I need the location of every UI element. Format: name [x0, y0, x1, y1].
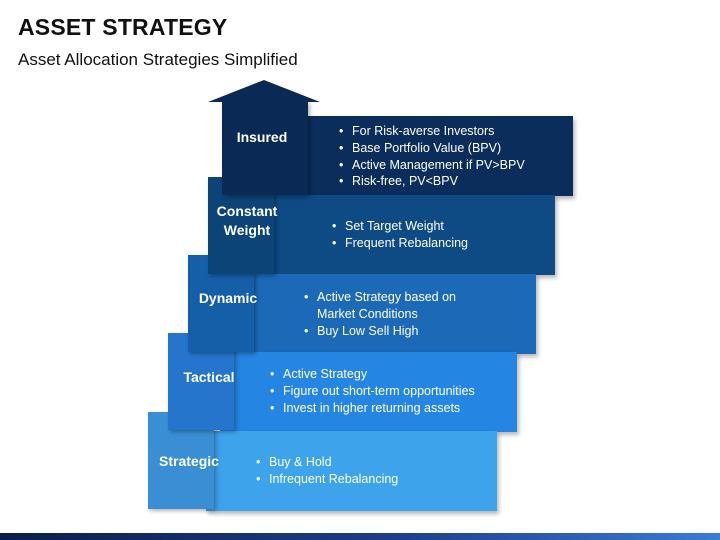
bullet: Base Portfolio Value (BPV) — [336, 140, 568, 157]
step-constant-weight-bullets: Set Target Weight Frequent Rebalancing — [329, 218, 549, 252]
footer-bar — [0, 533, 720, 540]
bullet: Active Management if PV>BPV — [336, 157, 568, 174]
bullet: Active Strategy — [267, 366, 513, 383]
page-subtitle: Asset Allocation Strategies Simplified — [18, 50, 298, 69]
bullet: Set Target Weight — [329, 218, 549, 235]
bullet: Figure out short-term opportunities — [267, 383, 513, 400]
bullet: Invest in higher returning assets — [267, 400, 513, 417]
bullet: Risk-free, PV<BPV — [336, 173, 568, 190]
step-tactical-bullets: Active Strategy Figure out short-term op… — [267, 366, 513, 416]
step-strategic-label: Strategic — [159, 453, 219, 469]
bullet: Buy & Hold — [253, 454, 483, 471]
step-strategic-bullets: Buy & Hold Infrequent Rebalancing — [253, 454, 483, 488]
step-insured-box — [222, 101, 308, 195]
bullet: Frequent Rebalancing — [329, 235, 549, 252]
step-insured-bullets: For Risk-averse Investors Base Portfolio… — [336, 123, 568, 190]
bullet: Buy Low Sell High — [301, 323, 476, 340]
bullet: Active Strategy based on Market Conditio… — [301, 289, 476, 323]
bullet: Infrequent Rebalancing — [253, 471, 483, 488]
step-constant-weight-label: Constant Weight — [216, 203, 278, 238]
step-dynamic-bullets: Active Strategy based on Market Conditio… — [301, 289, 476, 339]
bullet: For Risk-averse Investors — [336, 123, 568, 140]
step-dynamic-label: Dynamic — [198, 290, 258, 306]
up-arrow-icon — [208, 80, 320, 102]
step-insured-label: Insured — [236, 129, 288, 145]
step-tactical-label: Tactical — [183, 369, 235, 385]
page-title: ASSET STRATEGY — [18, 14, 228, 40]
